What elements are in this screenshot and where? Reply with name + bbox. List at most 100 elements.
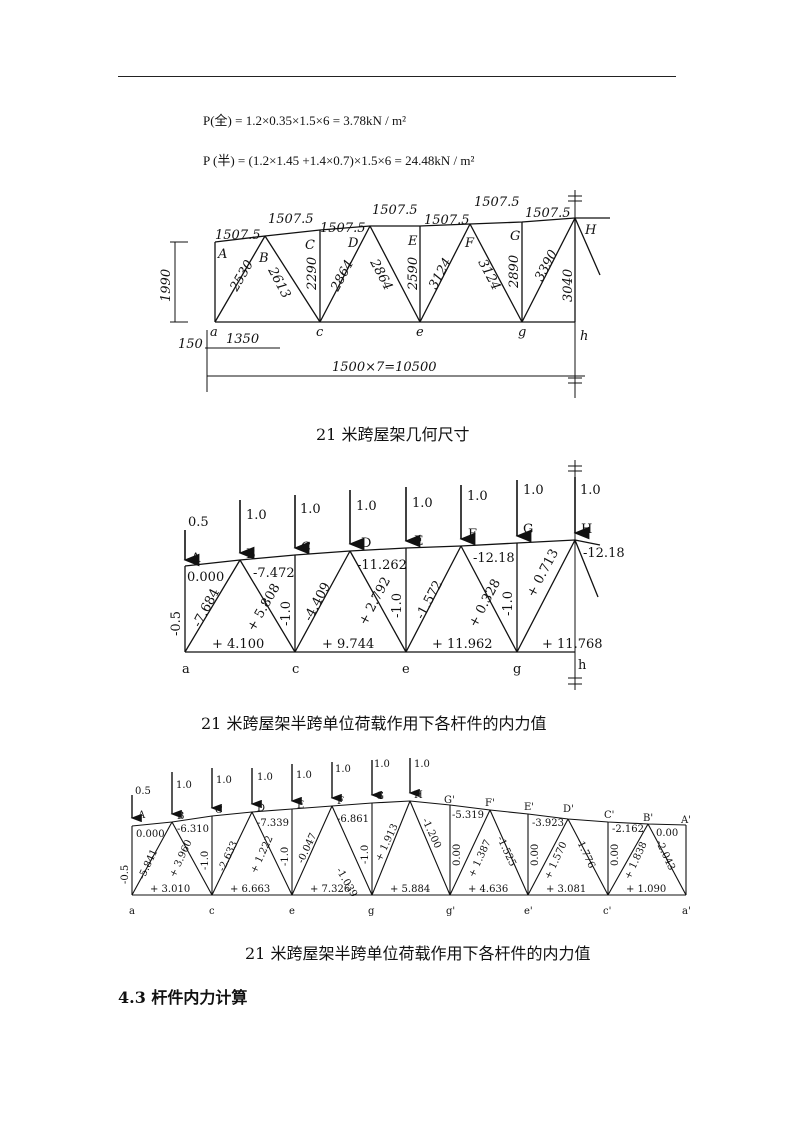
web-force: -2.043: [653, 839, 676, 873]
node-label: c: [209, 906, 215, 917]
node-label: e: [402, 662, 410, 677]
load-value: 0.5: [135, 786, 151, 797]
formula-p-full: P(全) = 1.2×0.35×1.5×6 = 3.78kN / m²: [203, 113, 407, 128]
node-label: G: [523, 522, 533, 537]
node-label: g: [513, 662, 521, 677]
web-force: -7.684: [190, 586, 223, 630]
web-force: -1.0: [390, 593, 405, 618]
top-chord-force: 0.000: [187, 570, 224, 585]
load-arrows: [130, 758, 420, 823]
top-chord-label: 1507.5: [525, 206, 571, 221]
node-label: c': [603, 906, 611, 917]
load-value: 1.0: [523, 483, 544, 498]
bottom-chord-force: + 6.663: [230, 884, 270, 895]
load-value: 1.0: [216, 775, 232, 786]
figure-caption: 21 米跨屋架半跨单位荷载作用下各杆件的内力值: [201, 714, 547, 733]
web-force: -1.525: [494, 835, 517, 869]
dim-offset: 150: [178, 337, 203, 352]
node-label: e': [524, 906, 533, 917]
node-label: D': [563, 804, 574, 815]
web-force: 0.00: [530, 844, 541, 866]
node-label: a': [682, 906, 691, 917]
web-force: -5.841: [137, 848, 160, 882]
web-force: + 0.713: [524, 547, 562, 600]
node-label: B: [246, 547, 256, 562]
node-label: F: [464, 236, 475, 251]
truss-lines: [131, 800, 687, 896]
node-label: A': [680, 815, 691, 826]
half-span-forces-figure: 0.5 1.0 1.0 1.0 1.0 1.0 1.0 1.0 A B C D …: [169, 460, 625, 690]
node-label: A: [190, 551, 201, 566]
top-chord-force: -2.162: [612, 824, 644, 835]
node-label: g: [518, 325, 526, 340]
node-label: B': [643, 813, 653, 824]
node-label: G: [510, 229, 520, 244]
node-label: e: [289, 906, 295, 917]
node-label: B: [258, 251, 269, 266]
web-force: -4.409: [301, 580, 334, 624]
load-arrows: [183, 477, 590, 567]
top-chord-force: -6.861: [337, 814, 369, 825]
web-force: -0.5: [120, 865, 131, 884]
node-label: F: [337, 796, 344, 807]
member-length: 2890: [507, 255, 522, 289]
node-label: H: [584, 223, 597, 238]
bottom-chord-force: + 4.636: [468, 884, 508, 895]
member-length: 2290: [305, 257, 320, 291]
node-label: A: [137, 810, 146, 821]
node-label: D: [361, 536, 371, 551]
web-force: -1.776: [573, 837, 596, 871]
node-label: D: [347, 236, 359, 251]
node-label: c: [292, 662, 299, 677]
truss-geometry-figure: 1507.5 1507.5 1507.5 1507.5 1507.5 1507.…: [159, 190, 610, 398]
top-chord-force: 0.00: [656, 828, 678, 839]
truss-lines: [184, 460, 601, 690]
bottom-chord-force: + 3.010: [150, 884, 190, 895]
load-value: 1.0: [414, 759, 430, 770]
member-length: 2864: [366, 256, 395, 293]
node-label: C: [215, 805, 223, 816]
web-force: + 0.328: [466, 577, 504, 630]
load-value: 1.0: [335, 764, 351, 775]
load-value: 1.0: [257, 772, 273, 783]
node-label: D: [257, 803, 265, 814]
member-length: 3040: [561, 269, 576, 302]
web-force: -1.572: [413, 578, 446, 622]
dim-span: 1500×7=10500: [332, 360, 437, 375]
node-label: h: [580, 329, 588, 344]
member-length: 2530: [227, 258, 257, 295]
node-label: G: [376, 791, 384, 802]
bottom-chord-force: + 9.744: [322, 637, 374, 652]
node-label: F: [468, 527, 477, 542]
load-value: 1.0: [412, 496, 433, 511]
top-chord-label: 1507.5: [474, 195, 520, 210]
member-length: 2864: [328, 258, 357, 295]
truss-lines: [170, 190, 610, 398]
node-label: g: [368, 906, 375, 917]
member-length: 2613: [264, 264, 293, 301]
top-chord-force: -11.262: [357, 558, 407, 573]
web-force: -1.0: [279, 601, 294, 626]
top-chord-force: -6.310: [177, 824, 209, 835]
member-length: 2590: [406, 257, 421, 291]
web-force: -1.0: [280, 847, 291, 866]
load-value: 0.5: [188, 515, 209, 530]
web-force: + 1.222: [249, 834, 276, 875]
top-chord-force: -12.18: [473, 551, 515, 566]
load-value: 1.0: [176, 780, 192, 791]
web-force: + 3.960: [168, 838, 195, 879]
top-chord-label: 1507.5: [268, 212, 314, 227]
node-label: C: [305, 238, 315, 253]
top-chord-force: 0.000: [136, 829, 165, 840]
web-force: -2.633: [217, 840, 240, 874]
node-label: C': [604, 810, 614, 821]
web-force: -0.5: [169, 611, 184, 636]
node-label: H: [414, 790, 423, 801]
top-chord-label: 1507.5: [372, 203, 418, 218]
dim-panel: 1350: [226, 332, 259, 347]
node-label: F': [485, 798, 495, 809]
top-chord-force: -3.923: [532, 818, 564, 829]
node-label: H: [581, 522, 592, 537]
web-force: -1.0: [501, 591, 516, 616]
formula-p-half: P (半) = (1.2×1.45 +1.4×0.7)×1.5×6 = 24.4…: [203, 153, 475, 168]
